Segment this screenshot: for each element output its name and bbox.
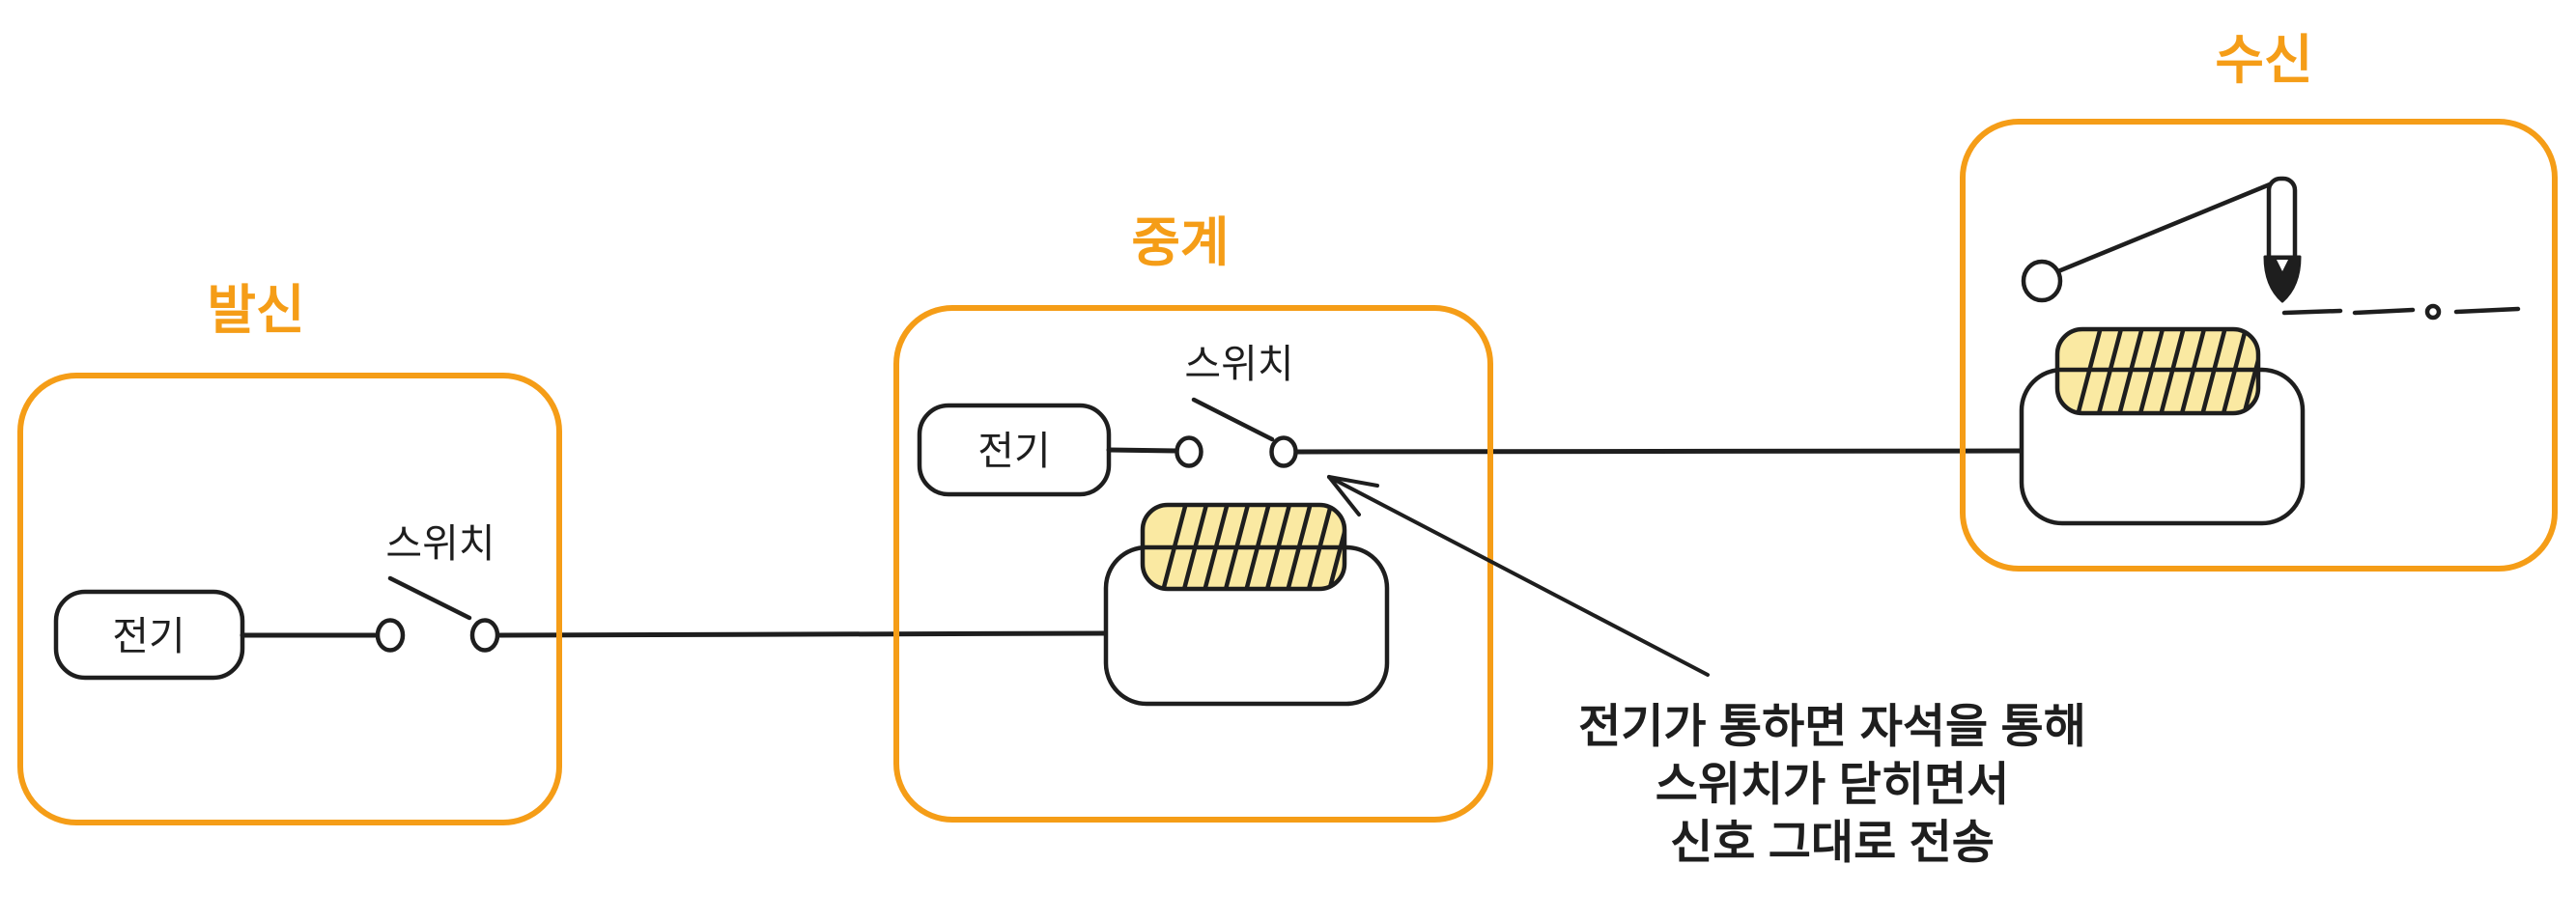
morse-dash-1 [2281,308,2343,316]
annotation-line-2: 스위치가 닫히면서 [1656,760,2010,811]
annotation-arrow-shaft [1327,475,1710,677]
relay-switch-icon [1175,397,1298,468]
wire-sender-to-relay [495,630,1109,638]
relay-title: 중계 [1131,212,1229,272]
relay-switch-lever [1191,397,1275,442]
relay-boundary-box [893,305,1493,823]
receiver-recorder-icon [2021,176,2302,303]
annotation-line-1: 전기가 통하면 자석을 통해 [1578,702,2086,753]
sender-switch-contact-right [469,618,500,653]
morse-dash-3 [2453,306,2521,315]
relay-switch-contact-right [1269,435,1298,468]
sender-switch-contact-left [375,618,406,653]
morse-signal-marks [2281,303,2521,321]
annotation-line-3: 신호 그대로 전송 [1670,818,1995,869]
sender-source-label: 전기 [112,614,184,658]
relay-switch-contact-left [1175,435,1203,468]
annotation-arrow-icon [1327,475,1710,677]
receiver-title: 수신 [2215,30,2312,90]
recorder-arm [2055,181,2273,274]
relay-source-label: 전기 [977,429,1050,473]
sender-section: 발신 전기 스위치 [17,280,562,825]
sender-title: 발신 [207,280,304,340]
recorder-pen-tip [2263,255,2302,303]
sender-boundary-box [17,373,562,825]
wire-relay-to-receiver [1293,448,2024,455]
relay-section: 중계 전기 스위치 [893,212,1493,823]
relay-electromagnet-icon [1103,502,1390,707]
annotation-group: 전기가 통하면 자석을 통해 스위치가 닫히면서 신호 그대로 전송 [1327,475,2086,869]
annotation-arrow-barb-upper [1327,475,1379,488]
sender-switch-icon [375,575,500,653]
recorder-pivot-ball [2021,259,2063,303]
sender-switch-lever [387,575,472,621]
annotation-arrow-barb-lower [1327,475,1361,516]
receiver-boundary-box [1960,119,2558,572]
morse-dash-2 [2352,307,2416,316]
morse-dot [2424,303,2442,321]
relay-internal-wire [1106,447,1179,454]
sender-switch-label: 스위치 [385,521,495,566]
recorder-pen-body [2266,176,2298,270]
receiver-electromagnet-icon [2019,326,2306,526]
recorder-pen-tip-notch [2277,260,2288,271]
relay-switch-label: 스위치 [1184,342,1293,386]
receiver-section: 수신 [1960,30,2558,572]
